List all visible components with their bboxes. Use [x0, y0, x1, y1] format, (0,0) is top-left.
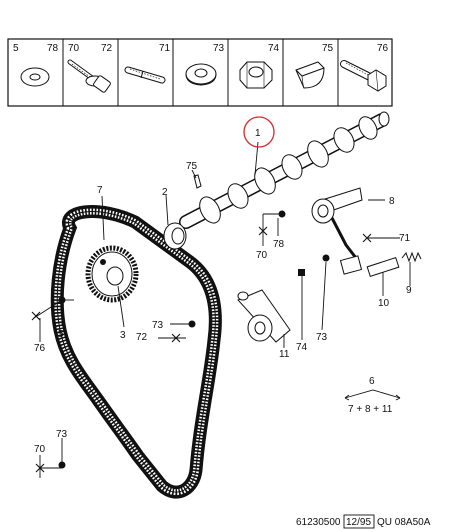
- callout-8: 8: [389, 196, 395, 207]
- callout-74: 74: [296, 342, 308, 353]
- callout-75: 75: [186, 161, 198, 172]
- callout-72: 72: [136, 332, 148, 343]
- stud-icon: [124, 66, 166, 84]
- callout-73-mid: 73: [152, 320, 164, 331]
- callout-1: 1: [255, 128, 261, 139]
- parts-header-strip: 5 78 70 72 71 73: [7, 38, 393, 107]
- oil-seal: [163, 222, 187, 250]
- flanged-bolt-icon: [67, 59, 111, 93]
- lower-tensioner: [237, 289, 291, 343]
- woodruff-key-icon: [295, 61, 325, 89]
- callout-9: 9: [406, 285, 412, 296]
- leader-lines: [33, 141, 411, 478]
- footer-code-box: 12/95: [346, 517, 371, 528]
- camshaft-sprocket: [85, 245, 139, 303]
- callout-76: 76: [34, 343, 46, 354]
- footer-reference: 61230500 12/95 QU 08A50A: [296, 514, 431, 529]
- washer-icon: [20, 67, 50, 87]
- hex-bolt-icon: [340, 60, 387, 92]
- header-ref-2: 72: [101, 43, 113, 54]
- header-qty-2: 70: [68, 43, 80, 54]
- callout-73-lower: 73: [56, 429, 68, 440]
- callout-7: 7: [97, 185, 103, 196]
- timing-belt: [50, 205, 222, 499]
- tensioner-plunger: [366, 251, 422, 278]
- footer-code-right: QU 08A50A: [377, 517, 431, 528]
- callout-73-right: 73: [316, 332, 328, 343]
- small-fasteners: [58, 174, 330, 469]
- callout-70-upper: 70: [256, 250, 268, 261]
- callout-10: 10: [378, 298, 390, 309]
- flat-washer-icon: [185, 63, 217, 86]
- hex-nut-icon: [239, 61, 273, 89]
- callout-71: 71: [399, 233, 411, 244]
- callout-2: 2: [162, 187, 168, 198]
- assembly-formula: 7 + 8 + 11: [348, 404, 393, 415]
- cross-marks: [31, 226, 372, 473]
- callout-5: 5: [58, 329, 64, 340]
- header-ref-6: 75: [322, 43, 334, 54]
- header-ref-1: 78: [47, 43, 59, 54]
- header-qty-1: 5: [13, 43, 19, 54]
- header-ref-3: 71: [159, 43, 171, 54]
- assembly-note: 6 7 + 8 + 11: [344, 376, 401, 415]
- callout-11: 11: [279, 349, 290, 360]
- camshaft-callout[interactable]: 1: [243, 116, 275, 148]
- camshaft: [179, 111, 390, 229]
- header-ref-7: 76: [377, 43, 389, 54]
- callout-78: 78: [273, 239, 285, 250]
- callout-3: 3: [120, 330, 126, 341]
- footer-code-left: 61230500: [296, 517, 341, 528]
- header-ref-4: 73: [213, 43, 225, 54]
- callout-70-lower: 70: [34, 444, 46, 455]
- assembly-number: 6: [369, 376, 375, 387]
- upper-tensioner-pulley: [311, 187, 363, 275]
- header-ref-5: 74: [268, 43, 280, 54]
